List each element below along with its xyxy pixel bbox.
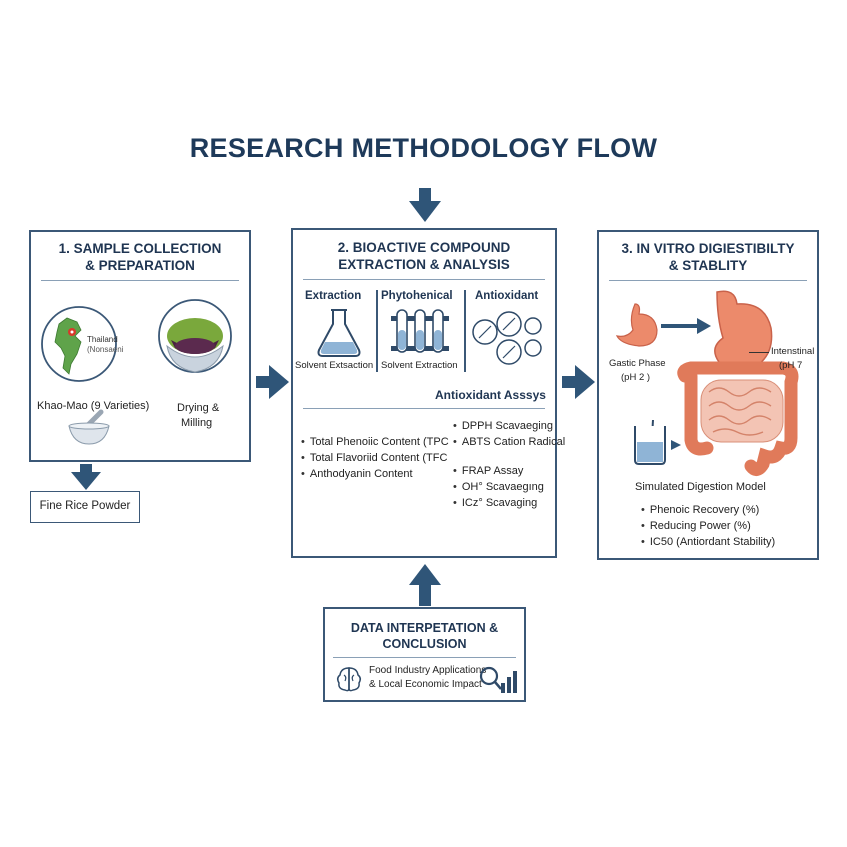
phyto-item: Anthodyanin Content (301, 466, 449, 482)
map-region-label: (Nonsaeni (87, 345, 124, 354)
panel3-title-line2: & STABLITY (668, 258, 748, 273)
intestinal-label: Intenstinal (771, 346, 815, 357)
assay-list-2: FRAP Assay OH° Scavaegıng ICz° Scavaging (453, 463, 544, 511)
arrow-right-2 (562, 365, 595, 399)
assay-list: DPPH Scavaeging ABTS Cation Radical (453, 418, 565, 450)
rice-bowl-icon (158, 299, 232, 373)
panel1-title-line2: & PREPARATION (85, 258, 195, 273)
process-line1: Drying & (177, 402, 220, 414)
result-item: Reducing Power (%) (641, 518, 775, 534)
brain-icon (336, 667, 362, 692)
panel-sample-collection: 1. SAMPLE COLLECTION & PREPARATION Thail… (29, 230, 251, 462)
model-label: Simulated Digestion Model (635, 481, 766, 493)
arrow-right-digest (661, 318, 711, 334)
fine-rice-powder-box: Fine Rice Powder (30, 491, 140, 523)
beaker-icon (634, 419, 681, 465)
panel-extraction-analysis: 2. BIOACTIVE COMPOUND EXTRACTION & ANALY… (291, 228, 565, 558)
diagram-title: RESEARCH METHODOLOGY FLOW (189, 133, 658, 163)
panel2-title-line2: EXTRACTION & ANALYSIS (338, 257, 510, 272)
arrow-down-powder (71, 464, 101, 490)
assay-item: FRAP Assay (453, 463, 544, 479)
flask-icon (317, 309, 361, 357)
assay-item: DPPH Scavaeging (453, 418, 565, 434)
variety-label: Khao-Mao (9 Varieties) (37, 400, 150, 412)
phyto-item: Total Flavoriid Content (TFC (301, 450, 449, 466)
gastric-phase-label: Gastic Phase (609, 358, 666, 369)
magnifier-chart-icon (479, 666, 517, 693)
assays-heading: Antioxidant Asssys (435, 388, 546, 402)
caption-extraction: Solvent Extsaction (295, 360, 374, 371)
test-tubes-icon (391, 309, 449, 353)
digestive-system-icon (677, 290, 799, 476)
intestinal-ph-label: (pH 7 (779, 360, 803, 371)
panel4-title-line1: DATA INTERPETATION & (350, 621, 499, 635)
result-item: IC50 (Antiordant Stability) (641, 534, 775, 550)
footer-line1: Food Industry Applications (369, 665, 487, 676)
phyto-item: Total Phenoiic Content (TPC (301, 434, 449, 450)
result-item: Phenoic Recovery (%) (641, 502, 775, 518)
panel3-title-line1: 3. IN VITRO DIGIESTIBILTY (621, 241, 795, 256)
panel-conclusion: DATA INTERPETATION & CONCLUSION Food Ind… (323, 607, 526, 702)
assay-item: OH° Scavaegıng (453, 479, 544, 495)
panel2-title-line1: 2. BIOACTIVE COMPOUND (337, 240, 511, 255)
col-extraction-label: Extraction (305, 290, 362, 302)
gastric-ph-label: (pH 2 ) (621, 372, 651, 383)
phytochemical-list: Total Phenoiic Content (TPC Total Flavor… (301, 434, 449, 482)
arrow-right-1 (256, 365, 289, 399)
assay-item: ICz° Scavaging (453, 495, 544, 511)
process-line2: Milling (181, 417, 213, 429)
map-country-label: Thailand (87, 335, 118, 344)
panel1-title-line1: 1. SAMPLE COLLECTION (58, 241, 222, 256)
arrow-down-top (409, 188, 441, 222)
footer-line2: & Local Economic Impact (369, 679, 482, 690)
mortar-pestle-icon (68, 409, 110, 445)
col-phytochemical-label: Phytohenical (381, 290, 453, 302)
caption-phytochemical: Solvent Extraction (381, 360, 458, 371)
arrow-up-bottom (409, 564, 441, 606)
small-stomach-icon (615, 303, 658, 347)
panel4-title-line2: CONCLUSION (382, 637, 467, 651)
thailand-map-icon (41, 306, 117, 382)
results-list: Phenoic Recovery (%) Reducing Power (%) … (641, 502, 775, 550)
col-antioxidant-label: Antioxidant (475, 290, 539, 302)
assay-item: ABTS Cation Radical (453, 434, 565, 450)
petri-dishes-icon (472, 311, 542, 365)
panel-digestibility: 3. IN VITRO DIGIESTIBILTY & STABLITY Gas… (597, 230, 819, 560)
